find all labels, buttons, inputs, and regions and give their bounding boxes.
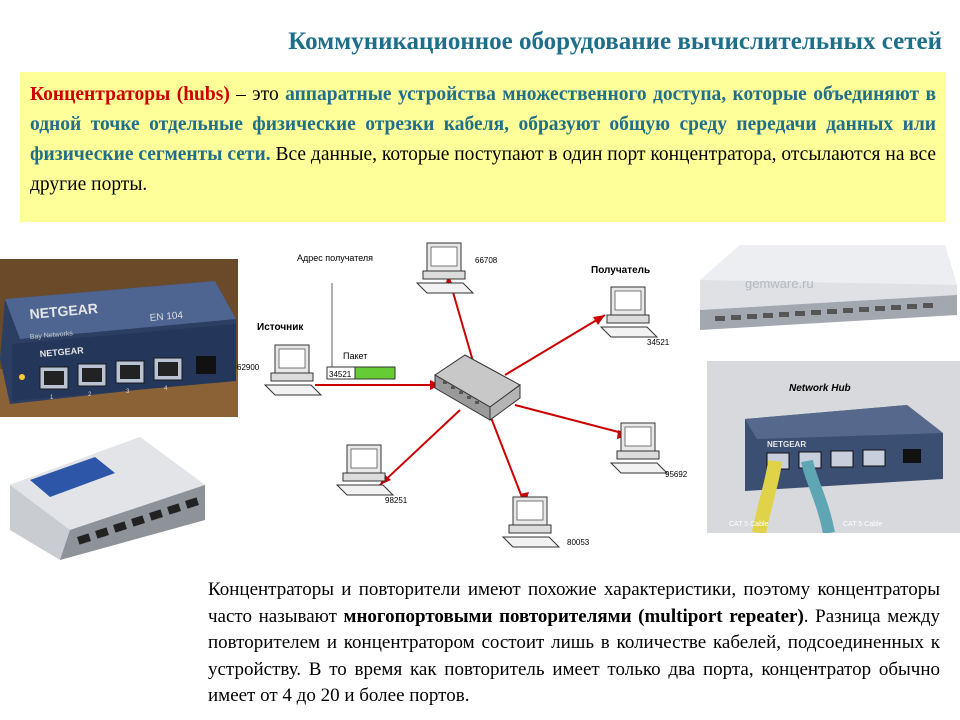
- node-label-34521: 34521: [647, 338, 670, 347]
- pc-95692: [611, 423, 667, 473]
- node-label-98251: 98251: [385, 496, 408, 505]
- pc-66708: [417, 243, 473, 293]
- usb-hub-photo: [0, 425, 210, 565]
- watermark: gemware.ru: [745, 276, 814, 291]
- packet-payload: [355, 367, 395, 379]
- cable-hub-brand: NETGEAR: [767, 440, 806, 449]
- uplink-port: [196, 356, 216, 374]
- cable-label-1: CAT 5 Cable: [729, 521, 769, 528]
- diagram-hub-icon: [435, 355, 520, 420]
- bottom-text-bold: многопортовыми повторителями (multiport …: [344, 606, 804, 627]
- photo-caption: Network Hub: [789, 383, 851, 394]
- pc-98251: [337, 445, 393, 495]
- node-label-80053: 80053: [567, 538, 590, 547]
- packet-label: Пакет: [343, 351, 367, 361]
- receiver-label: Получатель: [591, 265, 650, 276]
- page-title: Коммуникационное оборудование вычислител…: [0, 28, 960, 56]
- packet-address: 34521: [329, 370, 352, 379]
- node-label-66708: 66708: [475, 256, 498, 265]
- address-label: Адрес получателя: [297, 253, 373, 263]
- definition-box: Концентраторы (hubs) – это аппаратные ус…: [20, 72, 946, 222]
- pc-62900: [265, 345, 321, 395]
- bottom-paragraph: Концентраторы и повторители имеют похожи…: [208, 577, 940, 710]
- power-led: [19, 374, 25, 380]
- definition-term: Концентраторы (hubs): [30, 84, 230, 105]
- node-label-62900: 62900: [237, 363, 260, 372]
- hub-photo-cables: Network Hub NETGEAR CAT 5 Cable CAT 5 Ca…: [707, 361, 960, 533]
- cable-label-2: CAT 5 Cable: [843, 521, 883, 528]
- source-label: Источник: [257, 322, 304, 333]
- pc-34521: [601, 287, 657, 337]
- network-diagram: 34521 Пакет Адрес получателя Получатель …: [235, 235, 695, 565]
- pc-80053: [503, 497, 559, 547]
- hub-photo-gray: gemware.ru: [695, 240, 960, 332]
- definition-dash: – это: [230, 84, 285, 105]
- node-label-95692: 95692: [665, 470, 688, 479]
- hub-photo-netgear: NETGEAR EN 104 Bay Networks NETGEAR 1 2 …: [0, 259, 238, 417]
